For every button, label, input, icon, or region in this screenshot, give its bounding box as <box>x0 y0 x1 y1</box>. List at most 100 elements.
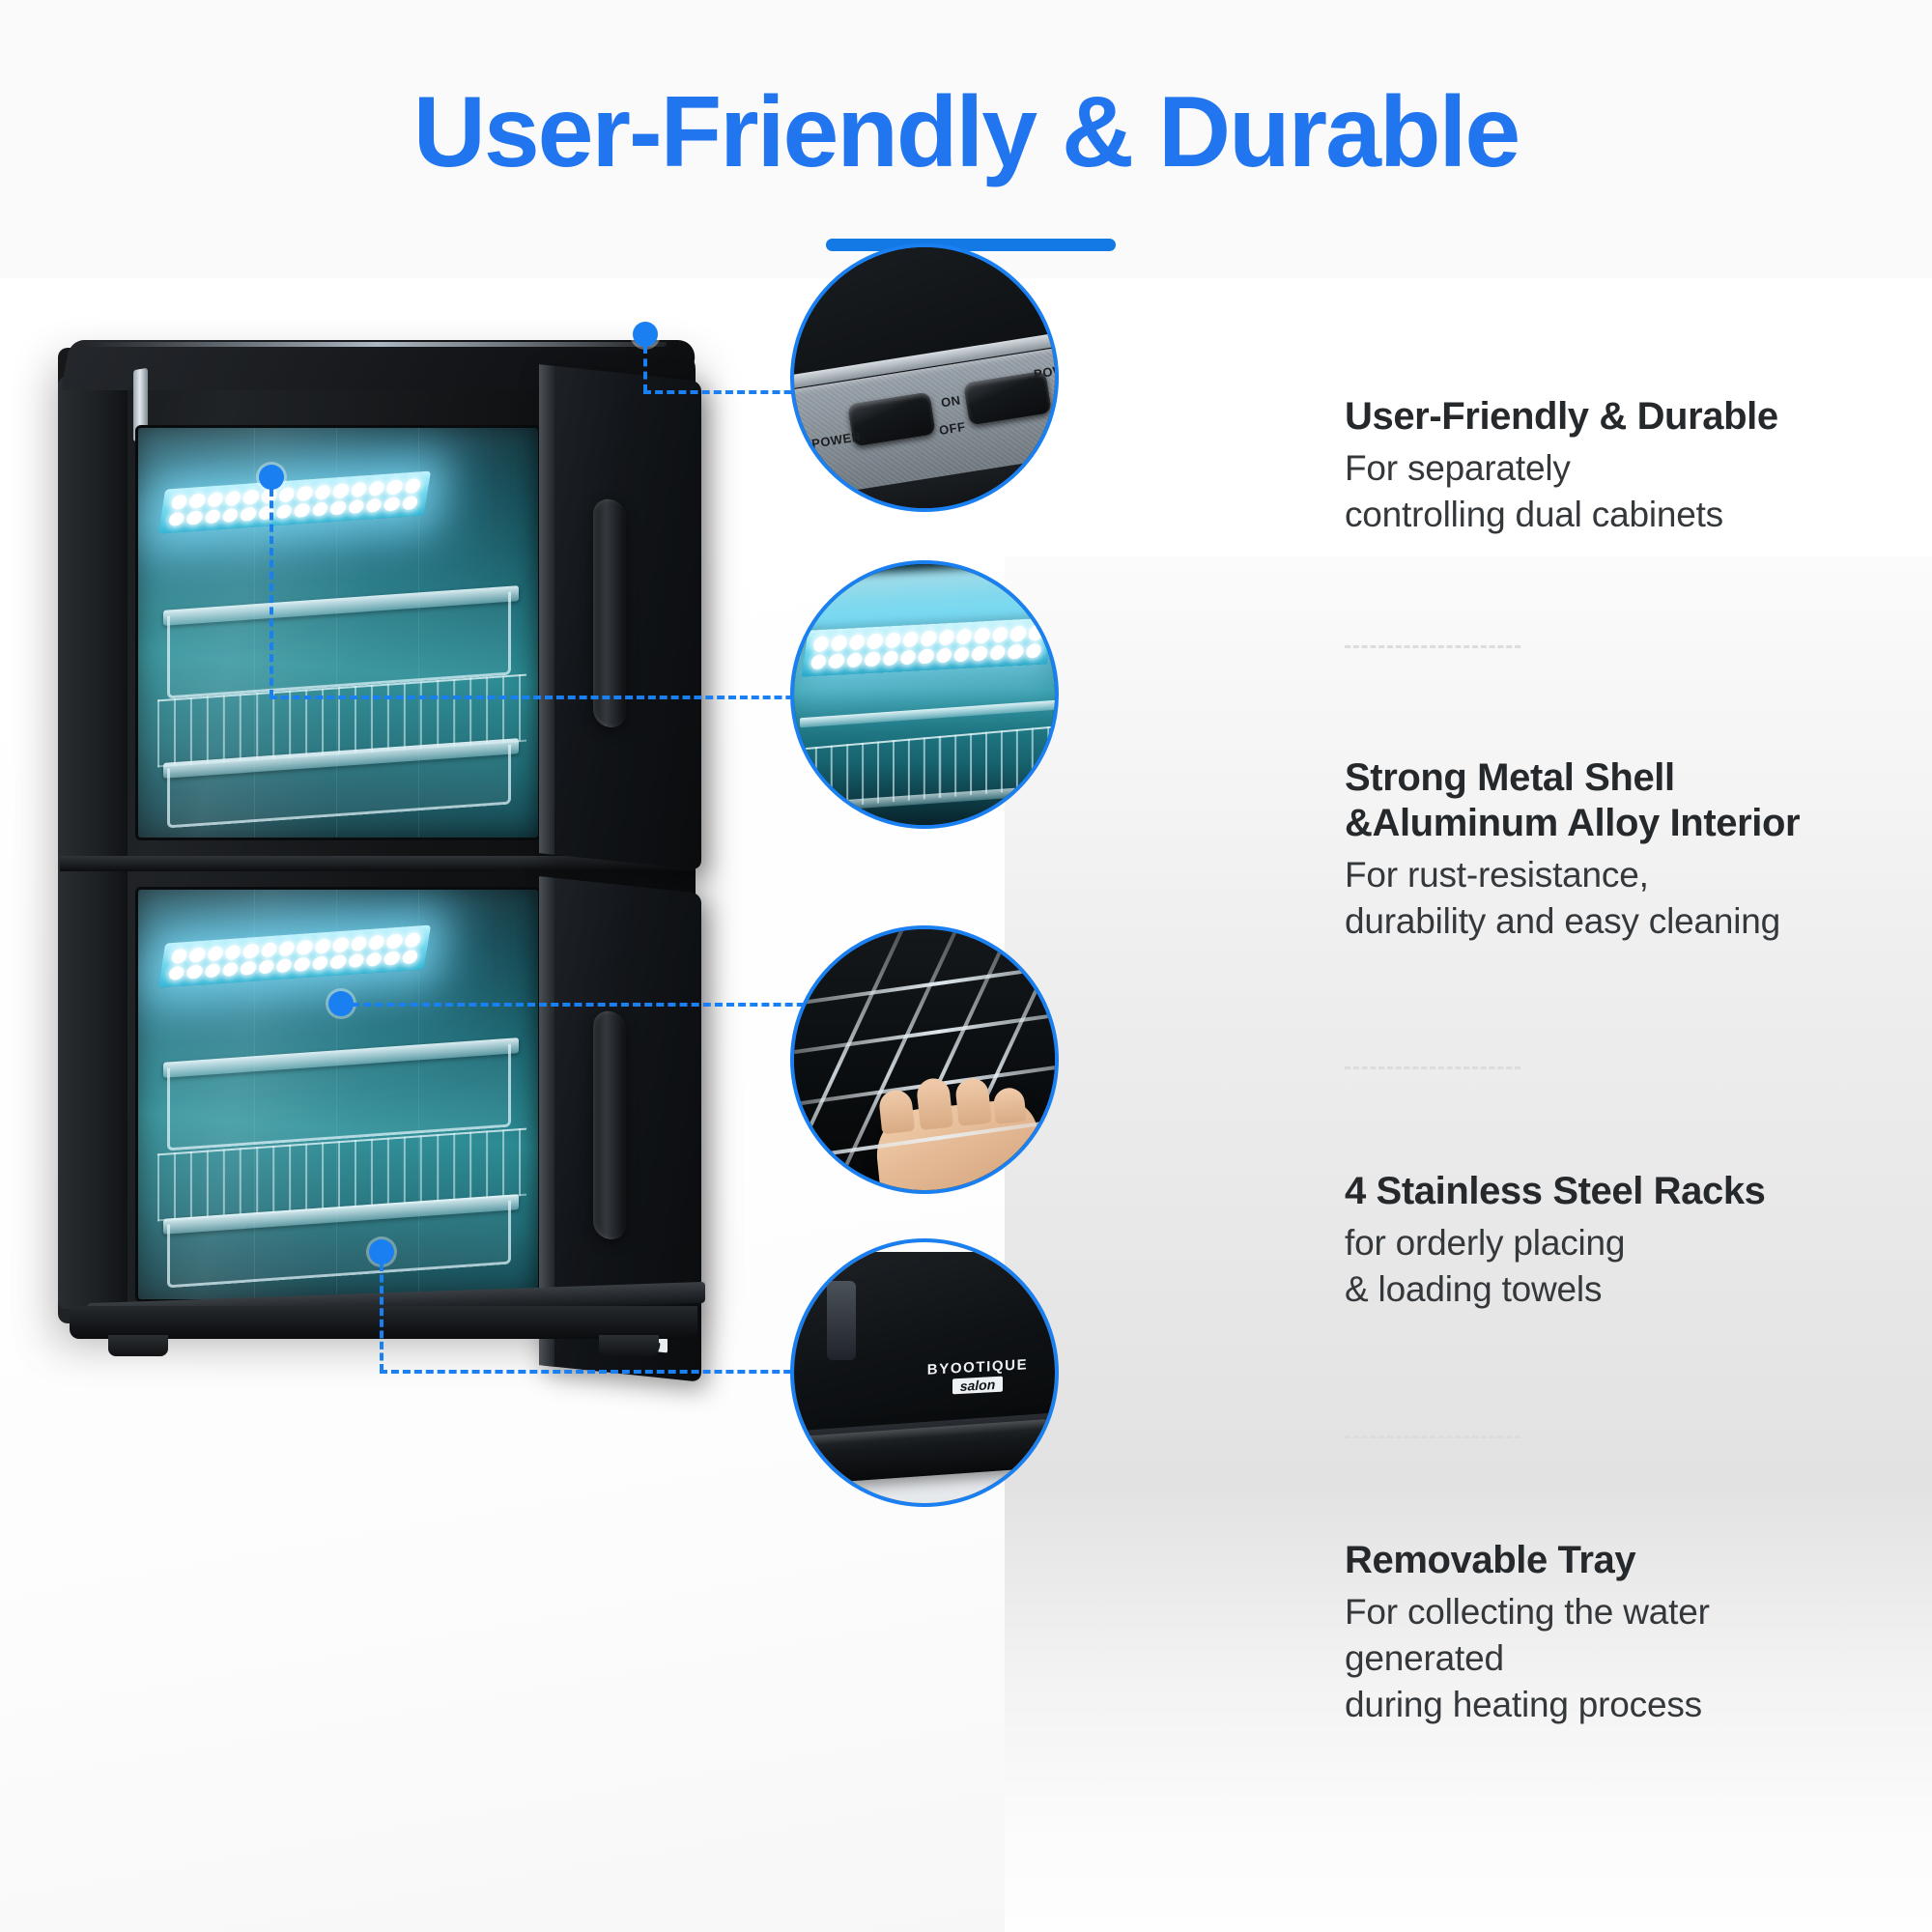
led-dot <box>917 648 935 665</box>
led-dot <box>367 480 385 497</box>
callout-4-title: Removable Tray <box>1345 1539 1636 1581</box>
led-dot <box>991 626 1009 643</box>
led-dot <box>221 507 240 524</box>
right-background-wash <box>1005 556 1932 1932</box>
led-dot <box>385 933 404 949</box>
inset-removable-tray: BYOOTIQUE salon <box>790 1238 1059 1507</box>
cabinet-door-divider <box>60 856 694 871</box>
led-dot <box>314 938 332 954</box>
led-dot <box>1024 642 1042 659</box>
led-dot <box>242 943 260 959</box>
led-dot <box>224 490 242 506</box>
product-photo: BYOOTIQUE salon <box>19 319 966 1439</box>
led-dot <box>314 484 332 500</box>
upper-cabinet-glass <box>135 425 541 840</box>
callout-3-line-1: for orderly placing <box>1345 1223 1626 1264</box>
led-dot <box>278 941 297 956</box>
led-dot <box>168 965 185 980</box>
upper-door-handle[interactable] <box>593 497 626 729</box>
led-dot <box>329 953 347 970</box>
led-dot <box>260 942 278 957</box>
led-dot <box>401 495 419 511</box>
led-dot <box>955 628 974 644</box>
led-dot <box>901 631 920 647</box>
page-title: User-Friendly & Durable <box>412 76 1521 188</box>
led-dot <box>204 508 221 525</box>
led-dot <box>240 960 258 976</box>
led-dot <box>331 483 350 498</box>
inset-steel-racks <box>790 925 1059 1194</box>
led-dot <box>221 961 240 978</box>
callout-marker-2[interactable] <box>259 465 284 490</box>
led-dot <box>293 956 311 972</box>
led-dot <box>350 935 368 952</box>
led-dot <box>365 952 384 967</box>
leader-line-4-vertical <box>380 1264 384 1372</box>
callout-4-description: For collecting the water generated durin… <box>1345 1589 1924 1728</box>
cabinet-top-highlight <box>86 342 668 347</box>
lower-door-handle[interactable] <box>593 1009 626 1241</box>
led-dot <box>224 944 242 960</box>
led-dot <box>812 636 831 652</box>
led-dot <box>365 497 384 513</box>
led-dot <box>828 652 845 669</box>
led-dot <box>188 493 207 509</box>
callout-1-description: For separately controlling dual cabinets <box>1345 445 1924 538</box>
led-dot <box>920 630 938 646</box>
led-dot <box>974 627 991 644</box>
callout-2-title-line-1: Strong Metal Shell <box>1345 756 1675 799</box>
tray-brand-sub: salon <box>952 1376 1004 1395</box>
callout-3-line-2: & loading towels <box>1345 1269 1603 1310</box>
callout-1-title: User-Friendly & Durable <box>1345 395 1778 438</box>
led-dot <box>845 651 864 668</box>
lower-cabinet-glass <box>135 887 541 1302</box>
callout-2-line-2: durability and easy cleaning <box>1345 901 1781 942</box>
callout-3-description: for orderly placing & loading towels <box>1345 1220 1924 1313</box>
callout-3-title: 4 Stainless Steel Racks <box>1345 1170 1766 1212</box>
led-dot <box>385 479 404 495</box>
led-dot <box>242 489 260 505</box>
led-dot <box>881 650 899 667</box>
led-dot <box>884 632 902 648</box>
led-dot <box>329 499 347 516</box>
leader-line-2-horizontal <box>270 696 828 699</box>
callout-block-4: Removable Tray For collecting the water … <box>1345 1538 1924 1728</box>
tray-clip <box>827 1281 856 1360</box>
led-dot <box>1009 625 1027 642</box>
leader-line-2-vertical <box>270 489 273 697</box>
header-band: User-Friendly & Durable <box>0 0 1932 278</box>
led-dot <box>185 964 204 980</box>
led-dot <box>810 653 828 670</box>
led-dot <box>401 949 419 965</box>
callout-block-2: Strong Metal Shell &Aluminum Alloy Inter… <box>1345 755 1924 946</box>
led-dot <box>347 498 365 515</box>
led-dot <box>331 937 350 952</box>
inset-control-panel: POWER ON OFF POWER <box>790 243 1059 512</box>
led-dot <box>311 955 329 971</box>
led-dot <box>296 939 314 955</box>
led-dot <box>1027 624 1045 641</box>
callout-1-line-1: For separately <box>1345 448 1571 489</box>
led-dot <box>935 647 953 664</box>
callout-divider-1 <box>1345 645 1520 648</box>
upper-cabinet-door[interactable] <box>539 364 701 870</box>
led-dot <box>204 962 221 979</box>
cabinet-side-panel <box>58 377 128 1309</box>
led-dot <box>170 948 188 964</box>
callout-2-title: Strong Metal Shell &Aluminum Alloy Inter… <box>1345 755 1924 846</box>
led-dot <box>278 487 297 502</box>
callout-marker-4[interactable] <box>369 1239 394 1264</box>
on-label: ON <box>939 392 962 411</box>
led-dot <box>275 957 294 974</box>
leader-line-3-horizontal <box>340 1003 828 1007</box>
upper-door-edge <box>539 364 554 855</box>
cabinet-foot-left <box>108 1335 168 1356</box>
led-dot <box>988 644 1007 661</box>
led-dot <box>937 629 955 645</box>
leader-line-1-horizontal <box>643 390 827 394</box>
led-dot <box>170 494 188 510</box>
callout-marker-1[interactable] <box>633 322 658 347</box>
cabinet-base <box>70 1306 697 1339</box>
led-dot <box>240 506 258 522</box>
